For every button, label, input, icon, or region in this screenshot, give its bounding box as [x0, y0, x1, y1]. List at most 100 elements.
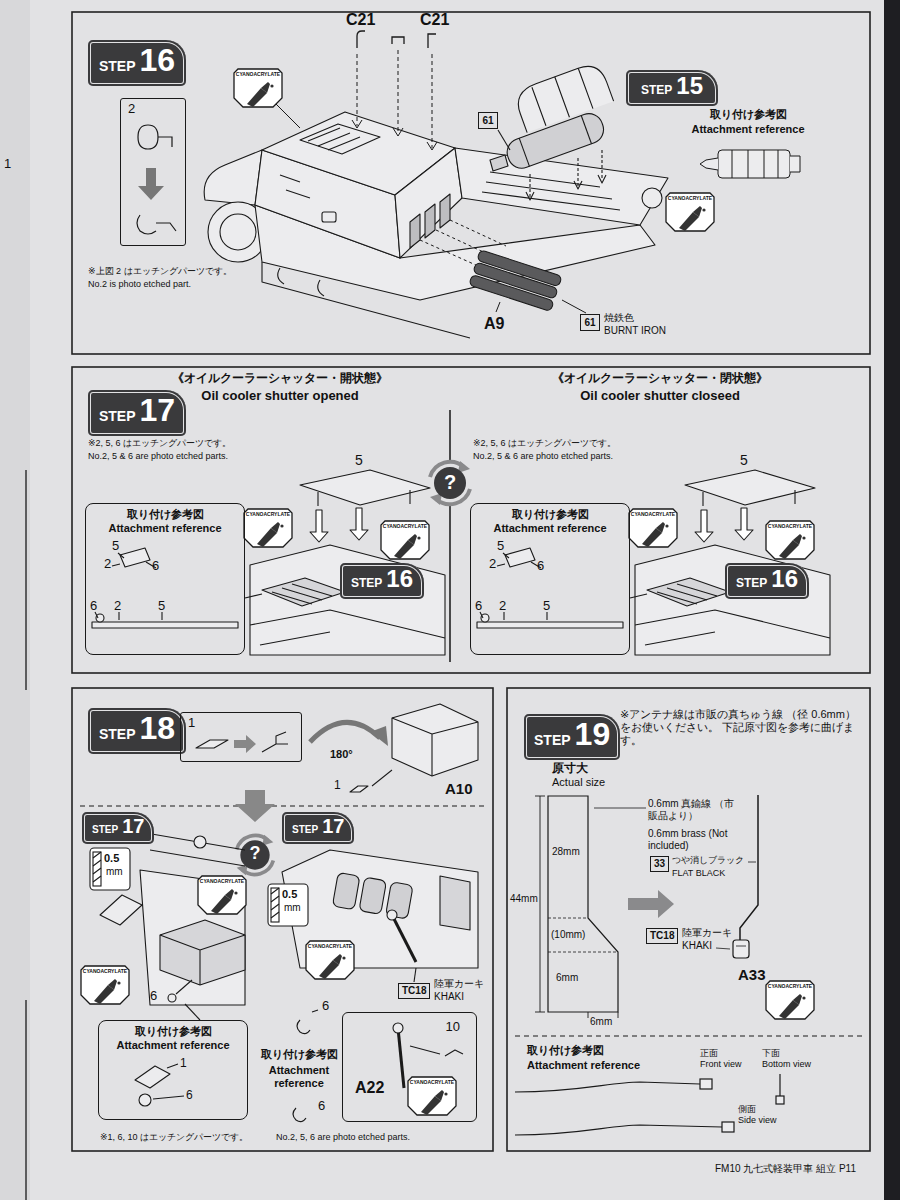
note: ※2, 5, 6 はエッチングパーツです。 — [88, 438, 231, 449]
view-name: Bottom view — [762, 1059, 811, 1070]
hull-drawing — [262, 262, 470, 338]
step-word: STEP — [99, 396, 136, 436]
muffler-part — [498, 130, 510, 150]
step-reference-badge: STEP17 — [82, 812, 154, 844]
adhesive-icon-text: CYANOACRYLATE — [668, 195, 712, 201]
part-number: 2 — [489, 556, 496, 572]
callout-number: 2 — [128, 101, 135, 116]
part-number: 6 — [475, 598, 482, 614]
small-parts — [357, 31, 365, 48]
attachment-sketch — [718, 150, 790, 178]
hull-interior-drawing — [153, 1064, 184, 1099]
paint-name: 陸軍カーキ — [434, 978, 484, 990]
bracket-drawing — [235, 790, 275, 822]
bracket-drawing — [80, 704, 485, 822]
adhesive-icon-text: CYANOACRYLATE — [768, 523, 812, 529]
part-number: C21 — [420, 10, 449, 29]
part-number: 5 — [497, 538, 504, 554]
part-number: A33 — [738, 966, 766, 984]
alternative-icon — [237, 835, 274, 875]
part-number: C21 — [346, 10, 375, 29]
antenna-template — [736, 946, 746, 947]
adhesive-icon — [629, 509, 677, 547]
hull-interior-drawing — [445, 1050, 463, 1056]
adhesive-icon — [198, 876, 246, 914]
antenna-template — [716, 948, 730, 949]
hull-drawing — [482, 172, 620, 210]
note: No.2, 5 & 6 are photo etched parts. — [473, 451, 613, 462]
adhesive-icon-text: CYANOACRYLATE — [83, 968, 127, 974]
hull-interior-drawing — [398, 1028, 404, 1088]
hull-drawing — [455, 148, 668, 225]
part-number: 5 — [355, 452, 363, 469]
bracket-drawing — [262, 732, 288, 752]
part-number: A9 — [484, 314, 504, 333]
reference-title: 取り付け参考図 — [261, 1048, 338, 1061]
hull-interior-drawing — [168, 994, 176, 1002]
detail-box: 2 — [120, 98, 186, 246]
antenna-template — [515, 1082, 700, 1092]
small-parts — [276, 104, 300, 128]
shutter-drawing — [350, 508, 368, 540]
paint-code-box: 61 — [478, 112, 498, 129]
exhaust-pipes — [469, 250, 562, 312]
muffler-part — [490, 61, 614, 200]
page-footer: FM10 九七式軽装甲車 組立 P11 — [715, 1163, 856, 1175]
hull-interior-drawing — [410, 1046, 440, 1054]
shutter-drawing — [260, 632, 330, 645]
view-name: 正面 — [700, 1048, 718, 1059]
antenna-template — [594, 808, 646, 809]
hull-interior-drawing — [176, 980, 192, 994]
paper-background — [25, 470, 27, 690]
hull-interior-drawing — [387, 910, 397, 920]
adhesive-icon-text: CYANOACRYLATE — [200, 878, 244, 884]
part-number: 2 — [499, 598, 506, 614]
part-number: 1 — [334, 778, 341, 792]
antenna-template — [548, 796, 618, 1012]
antenna-template — [628, 890, 674, 918]
paint-name: 陸軍カーキ — [682, 927, 732, 939]
step-badge: STEP19 — [524, 714, 620, 760]
drill-icon — [93, 852, 101, 886]
step-panel — [449, 506, 451, 662]
muffler-part — [531, 68, 593, 126]
drill-size: 0.5 — [282, 888, 297, 901]
muffler-part — [512, 61, 613, 133]
adhesive-icon-text: CYANOACRYLATE — [308, 943, 352, 949]
paint-code-box: TC18 — [398, 983, 430, 999]
step-badge: STEP18 — [88, 708, 186, 754]
attachment-sketch — [700, 150, 800, 178]
note: ※1, 6, 10 はエッチングパーツです。 — [100, 1132, 248, 1143]
note: ※アンテナ線は市販の真ちゅう線 （径 0.6mm）をお使いください。 下記原寸図… — [620, 708, 865, 748]
muffler-part — [490, 155, 508, 171]
step-word: STEP — [641, 74, 672, 106]
paint-name: KHAKI — [682, 940, 712, 952]
hull-interior-drawing — [359, 877, 387, 914]
hull-interior-drawing — [297, 1010, 318, 1034]
antenna-template — [722, 1122, 734, 1132]
dimension: 44mm — [510, 893, 538, 905]
view-name: Front view — [700, 1059, 742, 1070]
note: ※上図 2 はエッチングパーツです。 — [88, 266, 232, 277]
exhaust-pipes — [420, 220, 586, 313]
exhaust-pipes — [469, 274, 554, 311]
paint-name: つや消しブラック — [672, 855, 744, 866]
shutter-drawing — [92, 470, 445, 655]
paint-code: 61 — [584, 316, 595, 330]
muffler-part — [519, 138, 529, 166]
exhaust-pipes — [496, 302, 500, 312]
hull-interior-drawing — [100, 832, 478, 1122]
hull-interior-drawing — [140, 832, 245, 866]
step-number: 16 — [771, 563, 798, 595]
drill-icon — [93, 852, 101, 882]
callout-number: 10 — [446, 1019, 460, 1034]
callout-number: 1 — [188, 715, 195, 730]
etched-part-sketch — [138, 168, 164, 200]
alternative-mark: ? — [444, 470, 456, 494]
variant-title: 《オイルクーラーシャッター・閉状態》 — [552, 371, 768, 385]
part-number: 2 — [114, 598, 121, 614]
hull-drawing — [280, 175, 310, 198]
